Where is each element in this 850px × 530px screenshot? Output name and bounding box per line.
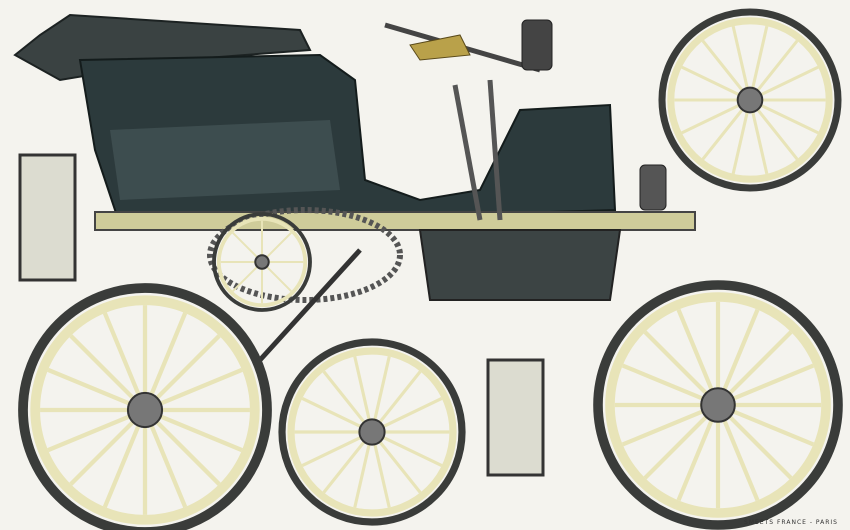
wheel xyxy=(278,338,466,526)
wheel xyxy=(658,8,842,192)
chassis-frame xyxy=(94,211,696,231)
lever xyxy=(452,84,483,221)
lamp xyxy=(639,164,667,211)
lamp xyxy=(521,19,553,71)
body-highlight xyxy=(110,120,340,200)
drive-rod xyxy=(258,248,362,362)
drive-chain xyxy=(207,207,403,303)
small-part-left xyxy=(18,153,77,282)
horn xyxy=(409,34,471,61)
wheel xyxy=(18,283,272,530)
wheel xyxy=(593,280,843,530)
small-part-middle xyxy=(486,358,545,477)
lever xyxy=(487,79,503,221)
printer-imprint: SMEETS FRANCE - PARIS xyxy=(744,519,838,526)
engine-block xyxy=(418,229,622,301)
wheel xyxy=(212,212,312,312)
